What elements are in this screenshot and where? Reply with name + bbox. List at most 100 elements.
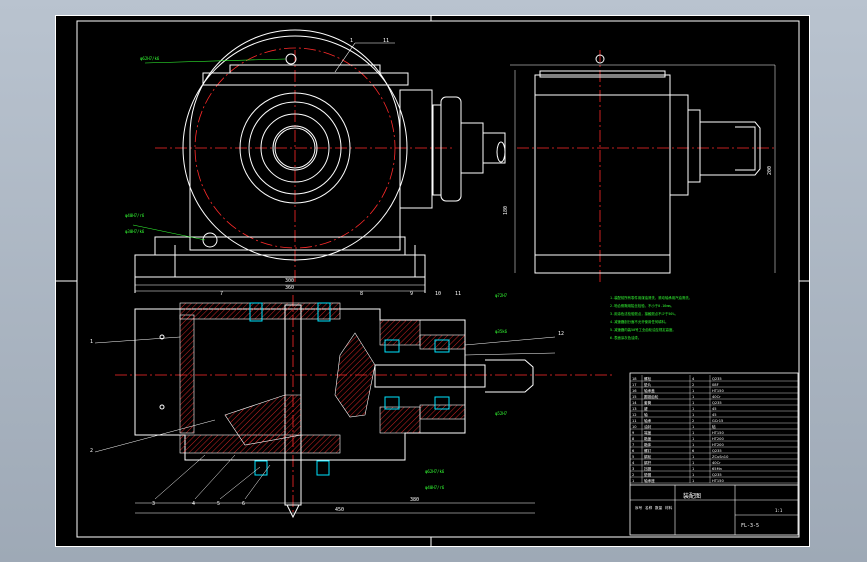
bom-cell: 蜗轮: [644, 454, 652, 459]
bom-cell: Q235: [712, 401, 722, 405]
bom-cell: 18: [632, 377, 637, 381]
side-dim-h: 200: [767, 166, 773, 175]
bom-cell: 圆锥齿轮: [644, 394, 659, 399]
callout-2: 2: [90, 448, 93, 454]
bom-cell: 轴承: [644, 418, 652, 423]
front-label-a: 1: [350, 38, 353, 44]
drawing-viewport[interactable]: 300 360 1 11 φ62H7/k6 φ40H7/r6 φ30H7/k6 …: [55, 15, 810, 547]
front-fit-note-3: φ30H7/k6: [125, 229, 145, 234]
bom-cell: 6: [632, 449, 635, 453]
bom-cell: 毡: [712, 424, 716, 429]
bom-cell: 挡圈: [644, 466, 652, 471]
bom-cell: 2: [692, 419, 694, 423]
bom-header-cell: 数量: [655, 505, 663, 510]
bom-cell: HT200: [712, 437, 724, 441]
callout-9: 9: [410, 291, 413, 297]
bom-cell: 1: [692, 413, 694, 417]
section-fit-5: φ40H7/r6: [425, 485, 445, 490]
section-fit-3: φ52H7: [495, 411, 508, 416]
bom-cell: 垫片: [644, 382, 652, 387]
tech-note-2: 2.啮合侧隙用铅丝检验，不小于0.16mm。: [610, 303, 674, 308]
bom-cell: 13: [632, 407, 637, 411]
bom-cell: 1: [692, 425, 694, 429]
bom-cell: 螺栓: [644, 376, 652, 381]
bom-cell: HT150: [712, 389, 724, 393]
tech-note-5: 5.减速器内装50号工业齿轮油至规定高度。: [610, 327, 676, 332]
bom-cell: 1: [692, 389, 694, 393]
callout-12: 12: [558, 331, 564, 337]
side-dim-h2: 180: [503, 206, 509, 215]
bom-cell: HT150: [712, 479, 724, 483]
bom-cell: 08F: [712, 383, 719, 387]
technical-requirements: 1.装配前所有零件用煤油清洗，滚动轴承用汽油清洗。 2.啮合侧隙用铅丝检验，不小…: [610, 295, 692, 340]
bom-cell: 5: [632, 455, 634, 459]
bom-cell: 轴承座: [644, 478, 655, 483]
bom-cell: 箱盖: [644, 436, 652, 441]
callout-4: 4: [192, 501, 195, 507]
callout-3: 3: [152, 501, 155, 507]
bom-cell: 1: [692, 479, 694, 483]
bom-cell: 45: [712, 413, 717, 417]
bom-cell: 45: [712, 407, 717, 411]
drawing-title: 装配图: [683, 492, 701, 500]
drawing-frame: [76, 20, 800, 538]
front-view: 300 360 1 11 φ62H7/k6 φ40H7/r6 φ30H7/k6: [125, 29, 506, 293]
bom-cell: 箱体: [644, 442, 652, 447]
bom-cell: 2: [692, 383, 694, 387]
callout-7: 7: [220, 291, 223, 297]
front-dim-1: 300: [285, 278, 294, 284]
front-fit-note-2: φ40H7/r6: [125, 213, 145, 218]
bom-cell: 轴承盖: [644, 388, 655, 393]
callout-5: 5: [217, 501, 220, 507]
section-fit-1: φ72H7: [495, 293, 508, 298]
bom-cell: 油封: [644, 424, 652, 429]
sheet-number: FL-3-5: [741, 523, 759, 529]
bom-cell: 蜗杆: [644, 460, 652, 465]
section-dim-total: 450: [335, 507, 344, 513]
assembly-drawing: 300 360 1 11 φ62H7/k6 φ40H7/r6 φ30H7/k6 …: [55, 15, 810, 547]
section-fit-2: φ35k6: [495, 329, 508, 334]
callout-1: 1: [90, 339, 93, 345]
bom-cell: 17: [632, 383, 637, 387]
side-view: 180 200: [503, 50, 776, 285]
bom-cell: 12: [632, 413, 637, 417]
front-label-b: 11: [383, 38, 389, 44]
bom-cell: ZCuSn10: [712, 455, 729, 459]
tech-note-4: 4.减速器剖分面不允许使用任何填料。: [610, 319, 668, 324]
bom-cell: 1: [692, 401, 694, 405]
tech-note-1: 1.装配前所有零件用煤油清洗，滚动轴承用汽油清洗。: [610, 295, 692, 300]
bom-header-cell: 名称: [645, 505, 653, 510]
section-view: 380 450 1 2 3 4 5 6 7 8 9 10 11 12 φ72H7…: [90, 291, 615, 519]
bom-cell: 4: [692, 377, 695, 381]
bom-cell: 7: [632, 443, 634, 447]
bom-cell: 65Mn: [712, 467, 722, 471]
bom-cell: 1: [692, 437, 694, 441]
bom-cell: 1: [692, 455, 694, 459]
tech-note-6: 6.表面涂灰色油漆。: [610, 335, 641, 340]
front-dim-2: 360: [285, 285, 294, 291]
bom-cell: 10: [632, 425, 637, 429]
bom-cell: 套筒: [644, 400, 652, 405]
bom-cell: 6: [692, 449, 695, 453]
bom-cell: 轴: [644, 412, 648, 417]
bom-cell: GCr15: [712, 419, 723, 423]
section-dim-width: 380: [410, 497, 419, 503]
callout-8: 8: [360, 291, 363, 297]
title-block: 装配图 FL-3-5 1:1: [630, 484, 798, 535]
bom-cell: 螺钉: [644, 448, 652, 453]
callout-10: 10: [435, 291, 441, 297]
bom-cell: 9: [632, 431, 635, 435]
bom-cell: 端盖: [644, 430, 652, 435]
scale-note: 1:1: [775, 508, 783, 513]
bom-cell: 40Cr: [712, 461, 721, 465]
bom-cell: 2: [632, 473, 634, 477]
bom-cell: 3: [632, 467, 634, 471]
tech-note-3: 3.用涂色法检验斑点，接触斑点不少于50%。: [610, 311, 678, 316]
bom-cell: 1: [692, 395, 694, 399]
bom-cell: 1: [692, 473, 694, 477]
bom-cell: 垫圈: [644, 472, 652, 477]
bom-cell: 1: [692, 431, 694, 435]
bom-cell: Q235: [712, 449, 722, 453]
bom-cell: 8: [632, 437, 635, 441]
bom-cell: 1: [692, 467, 694, 471]
